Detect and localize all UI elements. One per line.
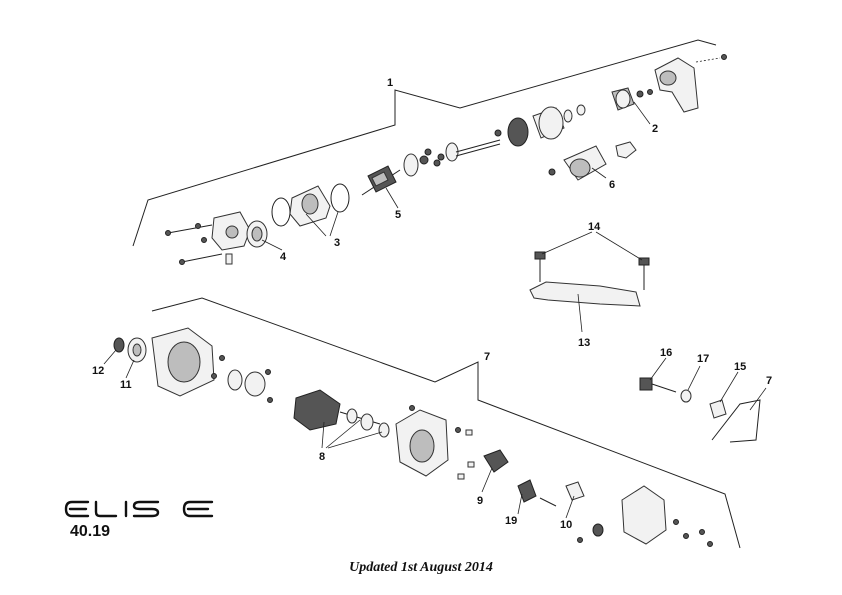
updated-date-text: Updated 1st August 2014 — [349, 560, 493, 575]
callout-2: 2 — [652, 123, 658, 135]
starter-assembly-frame — [132, 39, 717, 247]
callout-13: 13 — [578, 337, 590, 349]
starter-motor-parts — [165, 54, 727, 265]
callout-5: 5 — [395, 209, 401, 221]
callout-6: 6 — [609, 179, 615, 191]
callout-7-bracket: 7 — [766, 375, 772, 387]
mounting-bracket-parts — [529, 251, 650, 307]
callout-1: 1 — [387, 77, 393, 89]
page-number: 40.19 — [70, 523, 111, 540]
callout-7-alternator: 7 — [484, 351, 490, 363]
callout-4: 4 — [280, 251, 287, 263]
callout-8: 8 — [319, 451, 325, 463]
callout-12: 12 — [92, 365, 104, 377]
callout-14: 14 — [588, 221, 601, 233]
callout-11: 11 — [120, 379, 132, 391]
callout-10: 10 — [560, 519, 572, 531]
callout-9: 9 — [477, 495, 483, 507]
callout-15: 15 — [734, 361, 746, 373]
mounting-hardware — [639, 377, 761, 443]
callout-labels: 1 2 3 4 5 6 7 7 8 9 10 11 12 13 14 15 16… — [92, 77, 772, 531]
alternator-parts — [113, 327, 713, 547]
callout-19: 19 — [505, 515, 517, 527]
callout-16: 16 — [660, 347, 672, 359]
callout-17: 17 — [697, 353, 709, 365]
leader-lines — [103, 101, 767, 519]
alternator-assembly-frame — [151, 297, 741, 549]
callout-3: 3 — [334, 237, 340, 249]
elise-logo — [64, 500, 214, 518]
